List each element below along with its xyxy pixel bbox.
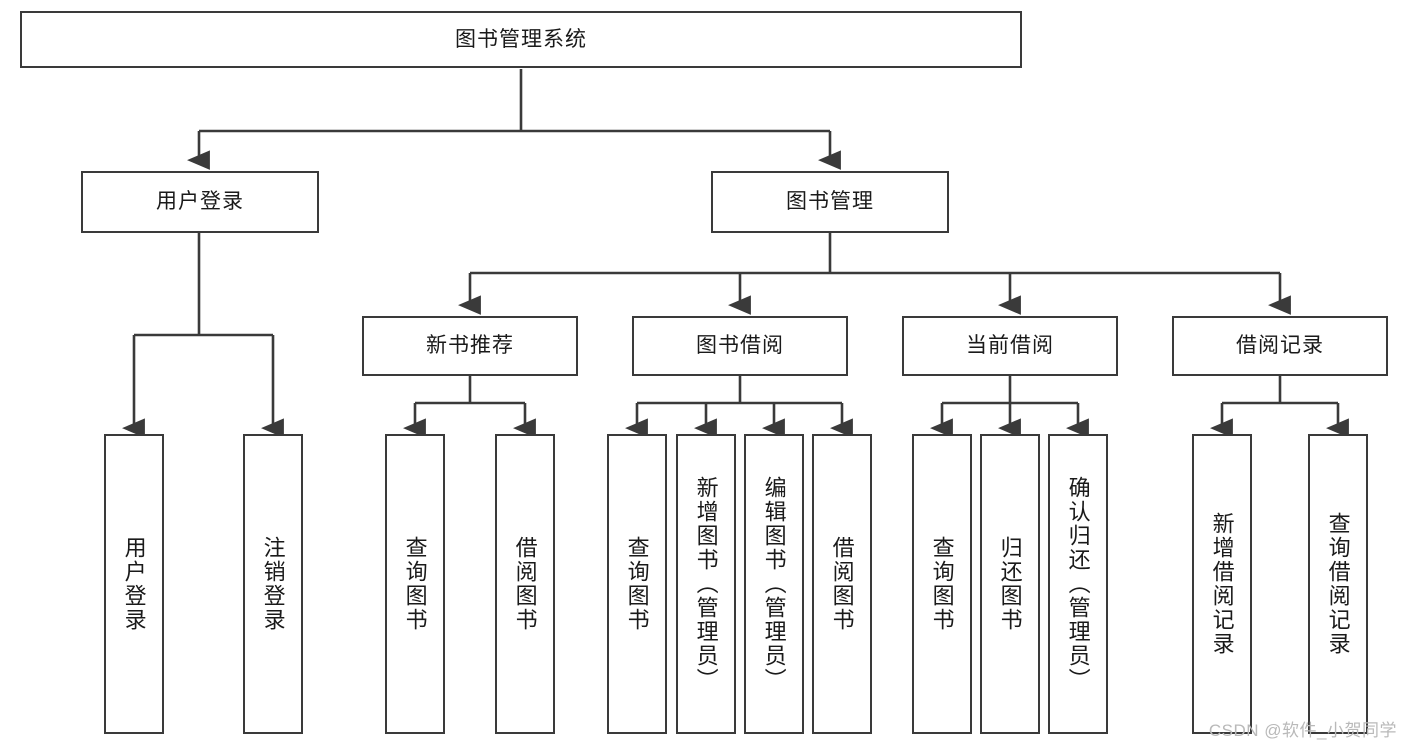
watermark-text: CSDN @软件_小贺同学 bbox=[1208, 721, 1397, 740]
node-leaf-add-borrow-record[interactable]: 新增借阅记录 bbox=[1192, 434, 1252, 734]
node-leaf-borrow-book-recommend[interactable]: 借阅图书 bbox=[495, 434, 555, 734]
node-new-book-recommend[interactable]: 新书推荐 bbox=[362, 316, 578, 376]
node-book-borrow[interactable]: 图书借阅 bbox=[632, 316, 848, 376]
node-label: 当前借阅 bbox=[966, 334, 1054, 358]
node-label: 借阅图书 bbox=[512, 536, 538, 632]
node-user-login[interactable]: 用户登录 bbox=[81, 171, 319, 233]
node-label: 借阅记录 bbox=[1236, 334, 1324, 358]
node-leaf-add-book[interactable]: 新增图书（管理员） bbox=[676, 434, 736, 734]
node-label: 确认归还（管理员） bbox=[1065, 476, 1091, 692]
node-leaf-user-login[interactable]: 用户登录 bbox=[104, 434, 164, 734]
node-leaf-query-book-borrow[interactable]: 查询图书 bbox=[607, 434, 667, 734]
node-label: 新增借阅记录 bbox=[1209, 512, 1235, 656]
node-label: 图书借阅 bbox=[696, 334, 784, 358]
node-label: 用户登录 bbox=[156, 190, 244, 214]
node-leaf-query-borrow-record[interactable]: 查询借阅记录 bbox=[1308, 434, 1368, 734]
node-root-system[interactable]: 图书管理系统 bbox=[20, 11, 1022, 68]
node-leaf-query-book-current[interactable]: 查询图书 bbox=[912, 434, 972, 734]
node-label: 借阅图书 bbox=[829, 536, 855, 632]
node-book-management[interactable]: 图书管理 bbox=[711, 171, 949, 233]
node-label: 编辑图书（管理员） bbox=[761, 476, 787, 692]
node-label: 图书管理系统 bbox=[455, 27, 587, 51]
node-leaf-logout[interactable]: 注销登录 bbox=[243, 434, 303, 734]
node-leaf-borrow-book[interactable]: 借阅图书 bbox=[812, 434, 872, 734]
node-label: 查询图书 bbox=[624, 536, 650, 632]
node-borrow-record[interactable]: 借阅记录 bbox=[1172, 316, 1388, 376]
node-label: 新增图书（管理员） bbox=[693, 476, 719, 692]
node-current-borrow[interactable]: 当前借阅 bbox=[902, 316, 1118, 376]
node-label: 新书推荐 bbox=[426, 334, 514, 358]
node-leaf-query-book-recommend[interactable]: 查询图书 bbox=[385, 434, 445, 734]
node-label: 查询图书 bbox=[402, 536, 428, 632]
node-leaf-return-book[interactable]: 归还图书 bbox=[980, 434, 1040, 734]
node-label: 注销登录 bbox=[260, 536, 286, 632]
node-label: 归还图书 bbox=[997, 536, 1023, 632]
node-label: 查询图书 bbox=[929, 536, 955, 632]
node-leaf-edit-book[interactable]: 编辑图书（管理员） bbox=[744, 434, 804, 734]
node-label: 查询借阅记录 bbox=[1325, 512, 1351, 656]
node-leaf-confirm-return[interactable]: 确认归还（管理员） bbox=[1048, 434, 1108, 734]
node-label: 用户登录 bbox=[121, 536, 147, 632]
node-label: 图书管理 bbox=[786, 190, 874, 214]
